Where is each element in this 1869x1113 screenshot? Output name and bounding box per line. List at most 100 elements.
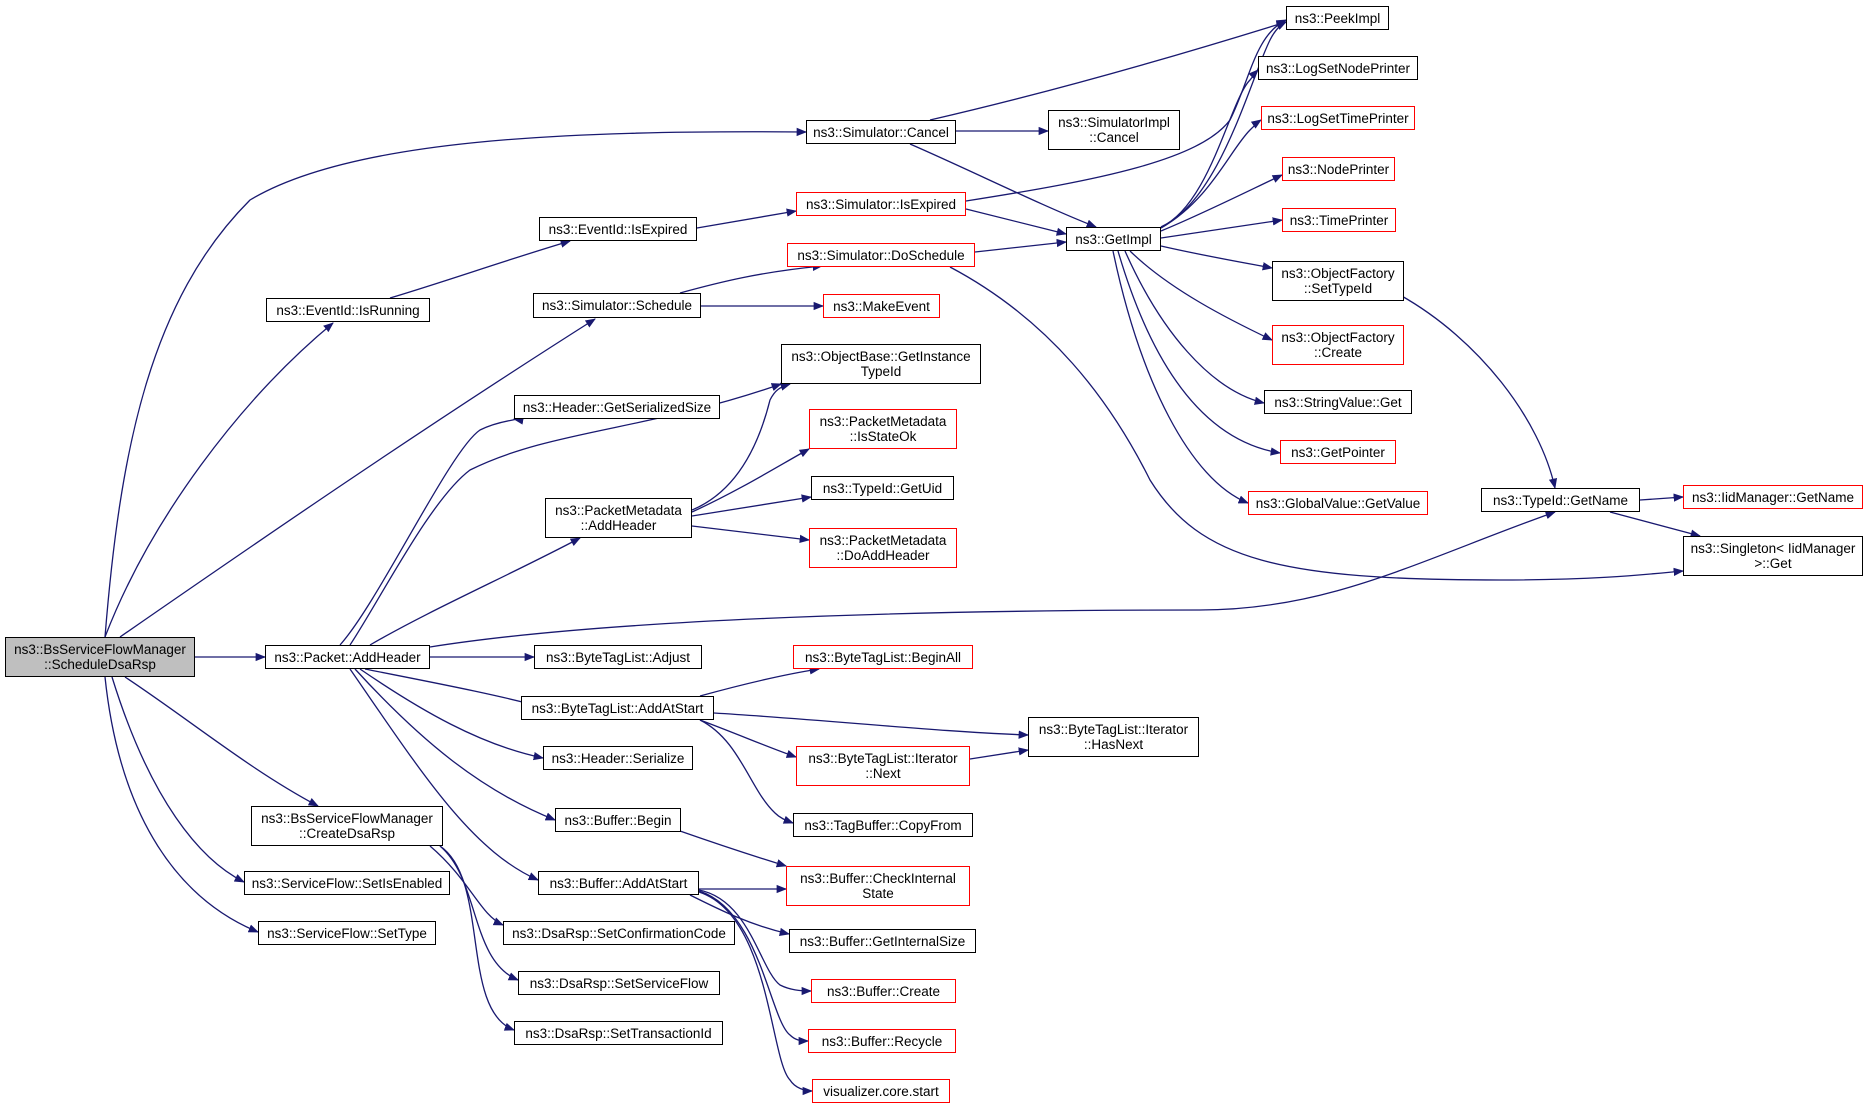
edge-packet-addheader-to-buffer-begin [354, 668, 556, 821]
edge-typeid-getname-to-iidmanager-getname [1639, 493, 1685, 502]
node-buffer-create[interactable]: ns3::Buffer::Create [811, 979, 956, 1003]
node-buffer-recycle[interactable]: ns3::Buffer::Recycle [808, 1029, 956, 1053]
node-pm-doaddheader[interactable]: ns3::PacketMetadata ::DoAddHeader [809, 528, 957, 568]
node-packet-addheader[interactable]: ns3::Packet::AddHeader [265, 645, 430, 669]
node-tagbuffer-copyfrom[interactable]: ns3::TagBuffer::CopyFrom [793, 813, 973, 837]
edge-sim-schedule-to-sim-doschedule [679, 262, 824, 294]
edge-packet-addheader-to-buffer-addatstart [349, 668, 539, 881]
node-pm-isstateok[interactable]: ns3::PacketMetadata ::IsStateOk [809, 409, 957, 449]
node-btl-adjust[interactable]: ns3::ByteTagList::Adjust [534, 645, 702, 669]
edge-pm-addheader-to-typeid-getuid [691, 494, 813, 517]
node-header-serialize[interactable]: ns3::Header::Serialize [543, 746, 693, 770]
node-globalvalue-getvalue[interactable]: ns3::GlobalValue::GetValue [1248, 491, 1428, 515]
edge-getimpl-to-globalvalue-getvalue [1112, 250, 1249, 504]
edge-btl-addatstart-to-btl-iterator-hasnext [713, 712, 1030, 739]
edge-getimpl-to-stringvalue-get [1124, 250, 1266, 405]
edge-getimpl-to-objectfactory-create [1129, 250, 1273, 341]
node-buffer-addatstart[interactable]: ns3::Buffer::AddAtStart [538, 871, 699, 895]
edge-getimpl-to-timeprinter [1160, 217, 1284, 239]
edge-packet-addheader-to-btl-addatstart [364, 668, 546, 710]
edge-buffer-begin-to-buffer-checkinternalstate [679, 830, 787, 868]
edge-root-to-sf-settype [104, 676, 259, 933]
edge-buffer-addatstart-to-visualizer-core-start [698, 891, 814, 1096]
edge-sim-doschedule-to-singleton-get [949, 266, 1685, 581]
edge-btl-addatstart-to-btl-beginall [699, 666, 821, 697]
edge-objectfactory-settypeid-to-typeid-getname [1399, 294, 1558, 490]
node-iidmanager-getname[interactable]: ns3::IidManager::GetName [1683, 485, 1863, 509]
node-typeid-getname[interactable]: ns3::TypeId::GetName [1481, 488, 1640, 512]
edge-sim-cancel-to-peekimpl [929, 20, 1287, 121]
node-peekimpl[interactable]: ns3::PeekImpl [1286, 6, 1389, 30]
node-typeid-getuid[interactable]: ns3::TypeId::GetUid [811, 476, 954, 500]
edge-sim-cancel-to-getimpl [909, 143, 1097, 228]
edge-getimpl-to-getpointer [1117, 250, 1282, 456]
node-buffer-begin[interactable]: ns3::Buffer::Begin [555, 808, 681, 832]
edge-packet-addheader-to-header-serialize [359, 668, 545, 761]
node-btl-addatstart[interactable]: ns3::ByteTagList::AddAtStart [521, 696, 714, 720]
edge-packet-addheader-to-header-getserializedsize [339, 416, 524, 646]
edge-sim-doschedule-to-getimpl [974, 238, 1068, 253]
edge-root-to-sf-setisenabled [111, 676, 245, 883]
edge-pm-addheader-to-pm-doaddheader [691, 525, 811, 544]
edge-root-to-createdsarsp [124, 676, 319, 807]
node-btl-beginall[interactable]: ns3::ByteTagList::BeginAll [793, 645, 973, 669]
node-root: ns3::BsServiceFlowManager ::ScheduleDsaR… [5, 637, 195, 677]
node-btl-iterator-next[interactable]: ns3::ByteTagList::Iterator ::Next [796, 746, 970, 786]
edge-getimpl-to-logsetnodeprinter [1160, 69, 1259, 228]
node-objectbase-getinstancetypeid[interactable]: ns3::ObjectBase::GetInstance TypeId [781, 344, 981, 384]
edge-getimpl-to-objectfactory-settypeid [1160, 245, 1274, 271]
node-pm-addheader[interactable]: ns3::PacketMetadata ::AddHeader [545, 498, 692, 538]
node-buffer-getinternalsize[interactable]: ns3::Buffer::GetInternalSize [789, 929, 976, 953]
node-eventid-isrunning[interactable]: ns3::EventId::IsRunning [266, 298, 430, 322]
edge-createdsarsp-to-dsarsp-settransactionid [439, 845, 515, 1031]
edge-packet-addheader-to-typeid-getname [429, 511, 1556, 648]
node-header-getserializedsize[interactable]: ns3::Header::GetSerializedSize [514, 395, 720, 419]
node-timeprinter[interactable]: ns3::TimePrinter [1282, 208, 1396, 232]
node-sim-schedule[interactable]: ns3::Simulator::Schedule [533, 293, 701, 318]
node-objectfactory-create[interactable]: ns3::ObjectFactory ::Create [1272, 325, 1404, 365]
node-buffer-checkinternalstate[interactable]: ns3::Buffer::CheckInternal State [786, 866, 970, 906]
node-objectfactory-settypeid[interactable]: ns3::ObjectFactory ::SetTypeId [1272, 261, 1404, 301]
node-sim-isexpired[interactable]: ns3::Simulator::IsExpired [796, 192, 966, 216]
node-createdsarsp[interactable]: ns3::BsServiceFlowManager ::CreateDsaRsp [251, 806, 443, 846]
node-singleton-get[interactable]: ns3::Singleton< IidManager >::Get [1683, 536, 1863, 576]
node-simimpl-cancel[interactable]: ns3::SimulatorImpl ::Cancel [1048, 110, 1180, 150]
edge-root-to-sim-schedule [119, 318, 596, 638]
edge-buffer-addatstart-to-buffer-create [698, 889, 813, 996]
node-visualizer-core-start[interactable]: visualizer.core.start [812, 1079, 950, 1103]
node-sf-setisenabled[interactable]: ns3::ServiceFlow::SetIsEnabled [244, 871, 450, 895]
node-logsetnodeprinter[interactable]: ns3::LogSetNodePrinter [1258, 56, 1418, 80]
edge-pm-addheader-to-pm-isstateok [691, 448, 810, 513]
node-sf-settype[interactable]: ns3::ServiceFlow::SetType [258, 921, 436, 945]
node-btl-iterator-hasnext[interactable]: ns3::ByteTagList::Iterator ::HasNext [1028, 717, 1199, 757]
node-stringvalue-get[interactable]: ns3::StringValue::Get [1264, 390, 1412, 414]
node-nodeprinter[interactable]: ns3::NodePrinter [1282, 157, 1395, 181]
node-sim-cancel[interactable]: ns3::Simulator::Cancel [806, 120, 956, 144]
node-sim-doschedule[interactable]: ns3::Simulator::DoSchedule [787, 243, 975, 267]
edge-btl-iterator-next-to-btl-iterator-hasnext [969, 747, 1030, 760]
edge-createdsarsp-to-dsarsp-setserviceflow [439, 845, 519, 981]
node-dsarsp-setconfirmationcode[interactable]: ns3::DsaRsp::SetConfirmationCode [503, 921, 735, 945]
edge-getimpl-to-nodeprinter [1160, 174, 1283, 232]
edge-btl-addatstart-to-btl-iterator-next [699, 719, 797, 758]
edge-root-to-sim-cancel [104, 127, 808, 638]
edge-btl-addatstart-to-tagbuffer-copyfrom [699, 719, 794, 824]
edge-getimpl-to-logsettimeprinter [1160, 119, 1262, 229]
node-logsettimeprinter[interactable]: ns3::LogSetTimePrinter [1261, 106, 1415, 130]
edge-eventid-isrunning-to-eventid-isexpired [389, 239, 571, 299]
edge-buffer-addatstart-to-buffer-recycle [698, 890, 810, 1046]
edge-eventid-isexpired-to-sim-isexpired [696, 208, 798, 229]
edge-buffer-addatstart-to-buffer-getinternalsize [689, 894, 791, 936]
node-getimpl[interactable]: ns3::GetImpl [1066, 227, 1161, 251]
edge-pm-addheader-to-objectbase-getinstancetypeid [691, 382, 791, 511]
node-makeevent[interactable]: ns3::MakeEvent [823, 294, 940, 318]
edge-root-to-eventid-isrunning [104, 322, 334, 638]
node-getpointer[interactable]: ns3::GetPointer [1280, 440, 1396, 464]
edge-createdsarsp-to-dsarsp-setconfirmationcode [429, 845, 504, 926]
node-dsarsp-setserviceflow[interactable]: ns3::DsaRsp::SetServiceFlow [518, 971, 720, 995]
node-eventid-isexpired[interactable]: ns3::EventId::IsExpired [539, 217, 697, 241]
edge-sim-isexpired-to-getimpl [965, 208, 1068, 236]
node-dsarsp-settransactionid[interactable]: ns3::DsaRsp::SetTransactionId [514, 1021, 723, 1045]
edge-sim-isexpired-to-peekimpl [965, 19, 1287, 202]
